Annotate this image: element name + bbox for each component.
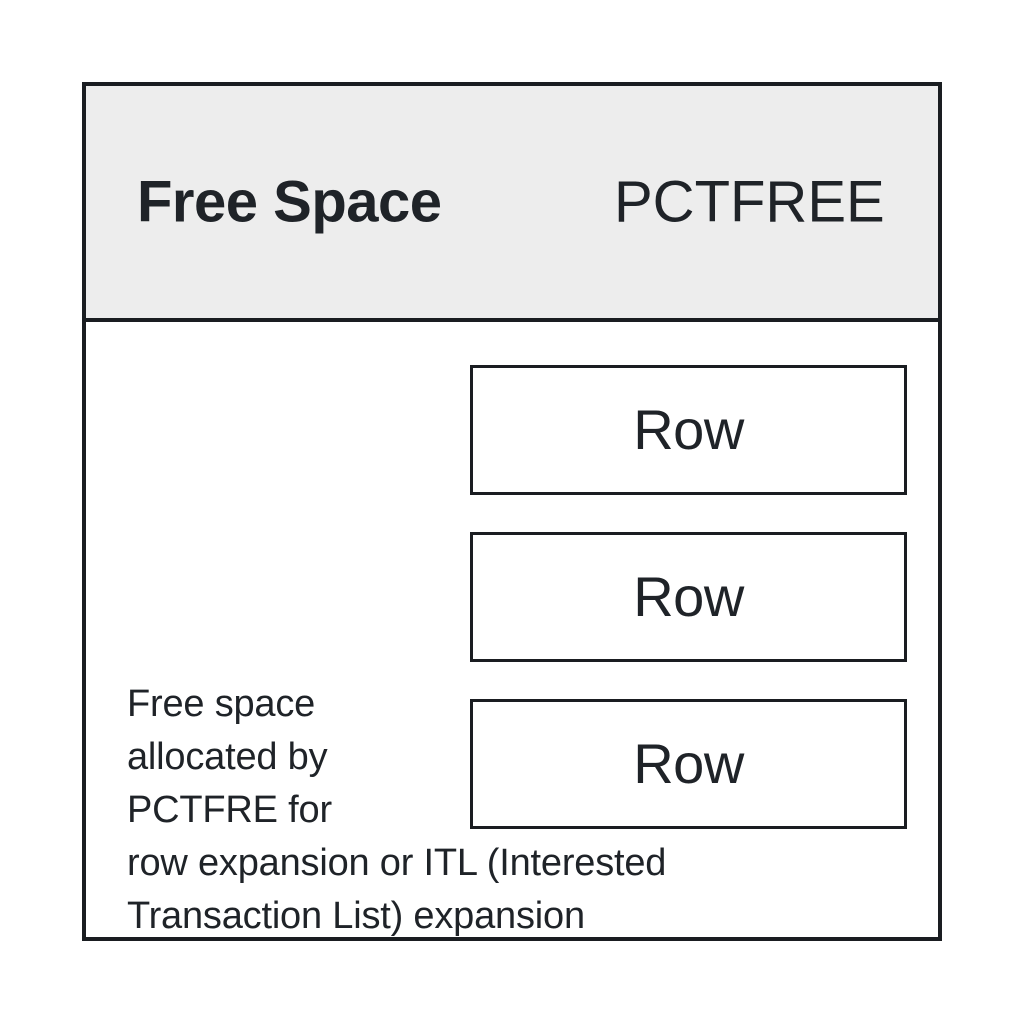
free-space-description-text: Free space allocated by PCTFRE for row e… <box>127 683 667 937</box>
row-box: Row <box>470 532 907 662</box>
row-box-label: Row <box>633 565 744 628</box>
row-box-label: Row <box>633 398 744 461</box>
free-space-title: Free Space <box>137 169 442 235</box>
row-box-label: Row <box>633 732 744 795</box>
free-space-header-band: Free Space PCTFREE <box>86 86 938 322</box>
block-body-area: Row Row Row Free space allocated by PCTF… <box>86 322 938 937</box>
row-box: Row <box>470 699 907 829</box>
row-box: Row <box>470 365 907 495</box>
data-block-container: Free Space PCTFREE Row Row Row Free spac… <box>82 82 942 941</box>
pctfree-title: PCTFREE <box>614 169 885 235</box>
